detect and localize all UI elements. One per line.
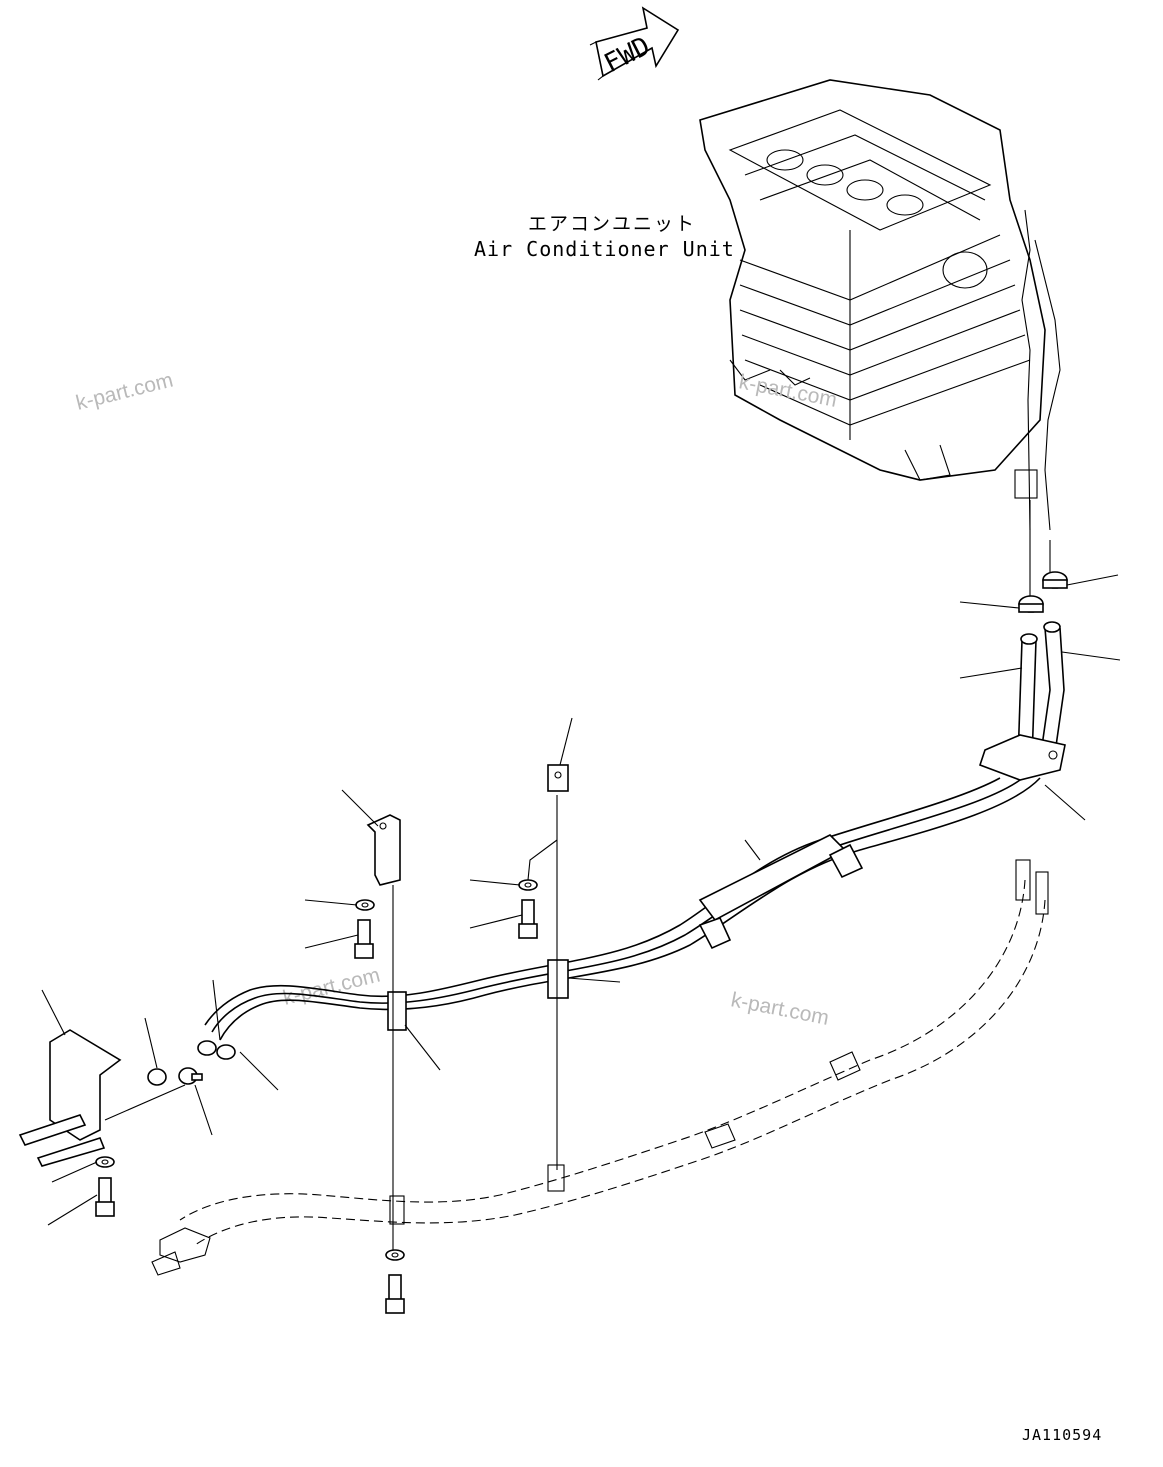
hose-clamp [1018,595,1044,613]
bracket [366,814,401,886]
washer [518,879,538,891]
assembly-line [104,1084,186,1121]
washer [95,1156,115,1168]
assembly-line [527,839,558,881]
hose-clamp [178,1067,203,1085]
unit-label-japanese: エアコンユニット [528,213,696,235]
washer [355,899,375,911]
air-conditioner-unit [699,79,1061,600]
watermark: k-part.com [729,988,831,1030]
fwd-arrow-icon: FWD [589,6,680,81]
bolt [518,899,538,939]
hose-clamp [1042,571,1068,589]
heater-hose-assembly [197,621,1066,1060]
unit-label-english: Air Conditioner Unit [474,237,735,261]
bolt [95,1177,115,1217]
mount-bracket [18,1029,122,1167]
bracket [547,764,569,792]
bolt [354,919,374,959]
watermark: k-part.com [74,369,176,415]
phantom-hose-route [151,859,1049,1276]
washer [385,1249,405,1261]
bolt [385,1274,405,1314]
drawing-number: JA110594 [1022,1426,1102,1444]
hose-clamp [147,1068,167,1086]
leader-lines [41,574,1121,1226]
